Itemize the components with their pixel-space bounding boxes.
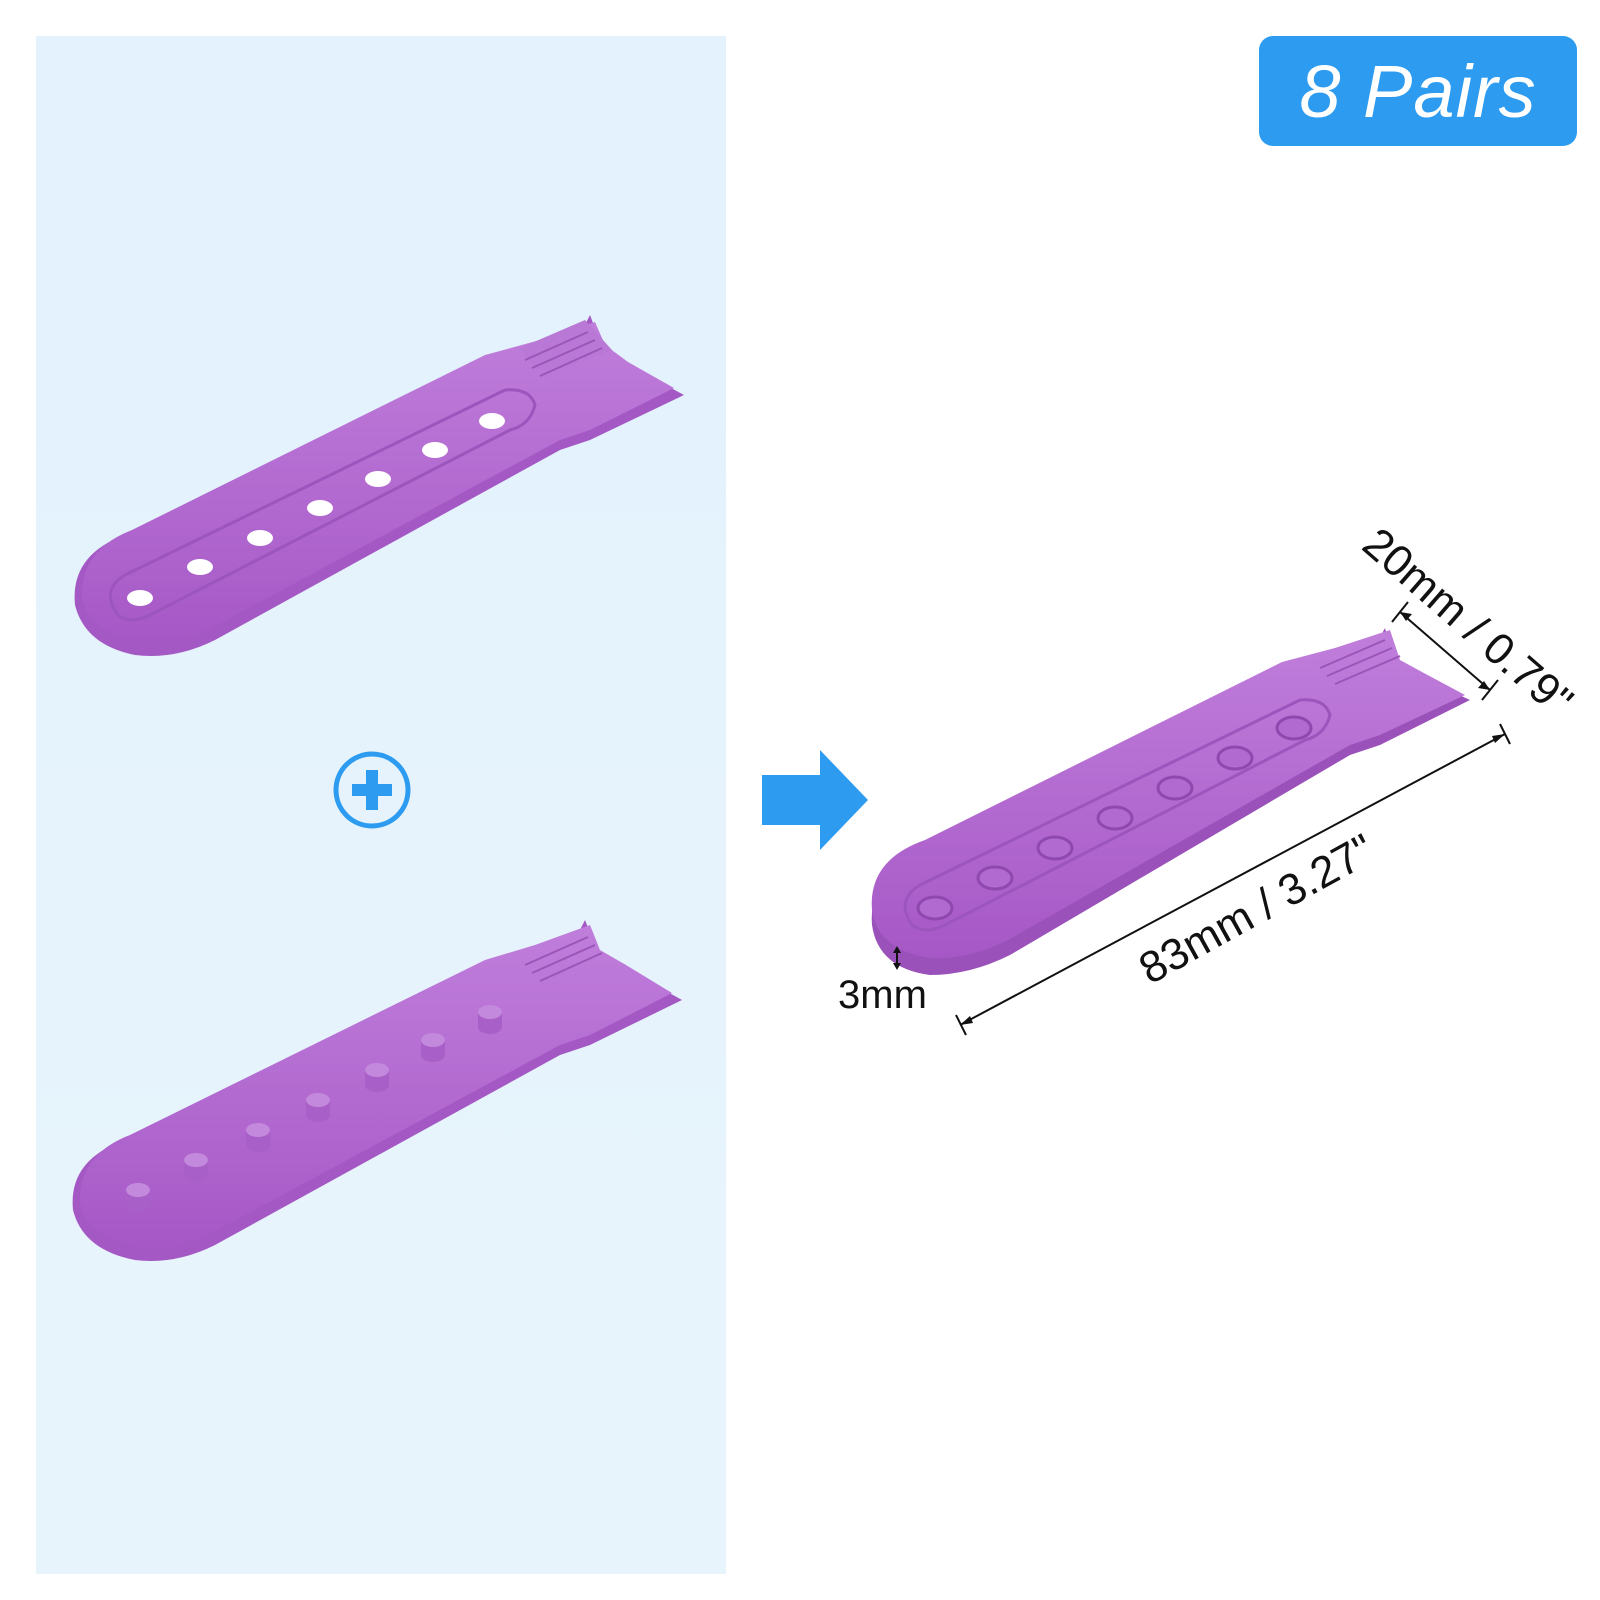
left-background-panel: [36, 36, 726, 1574]
assembled-strap: [871, 628, 1470, 975]
strap-with-holes: [74, 315, 685, 656]
strap-with-pegs: [72, 920, 682, 1261]
arrow-right-icon: [762, 750, 868, 850]
plus-circle-icon: [333, 751, 411, 829]
thickness-dimension-label: 3mm: [838, 973, 927, 1017]
pairs-badge: 8 Pairs: [1259, 36, 1577, 146]
